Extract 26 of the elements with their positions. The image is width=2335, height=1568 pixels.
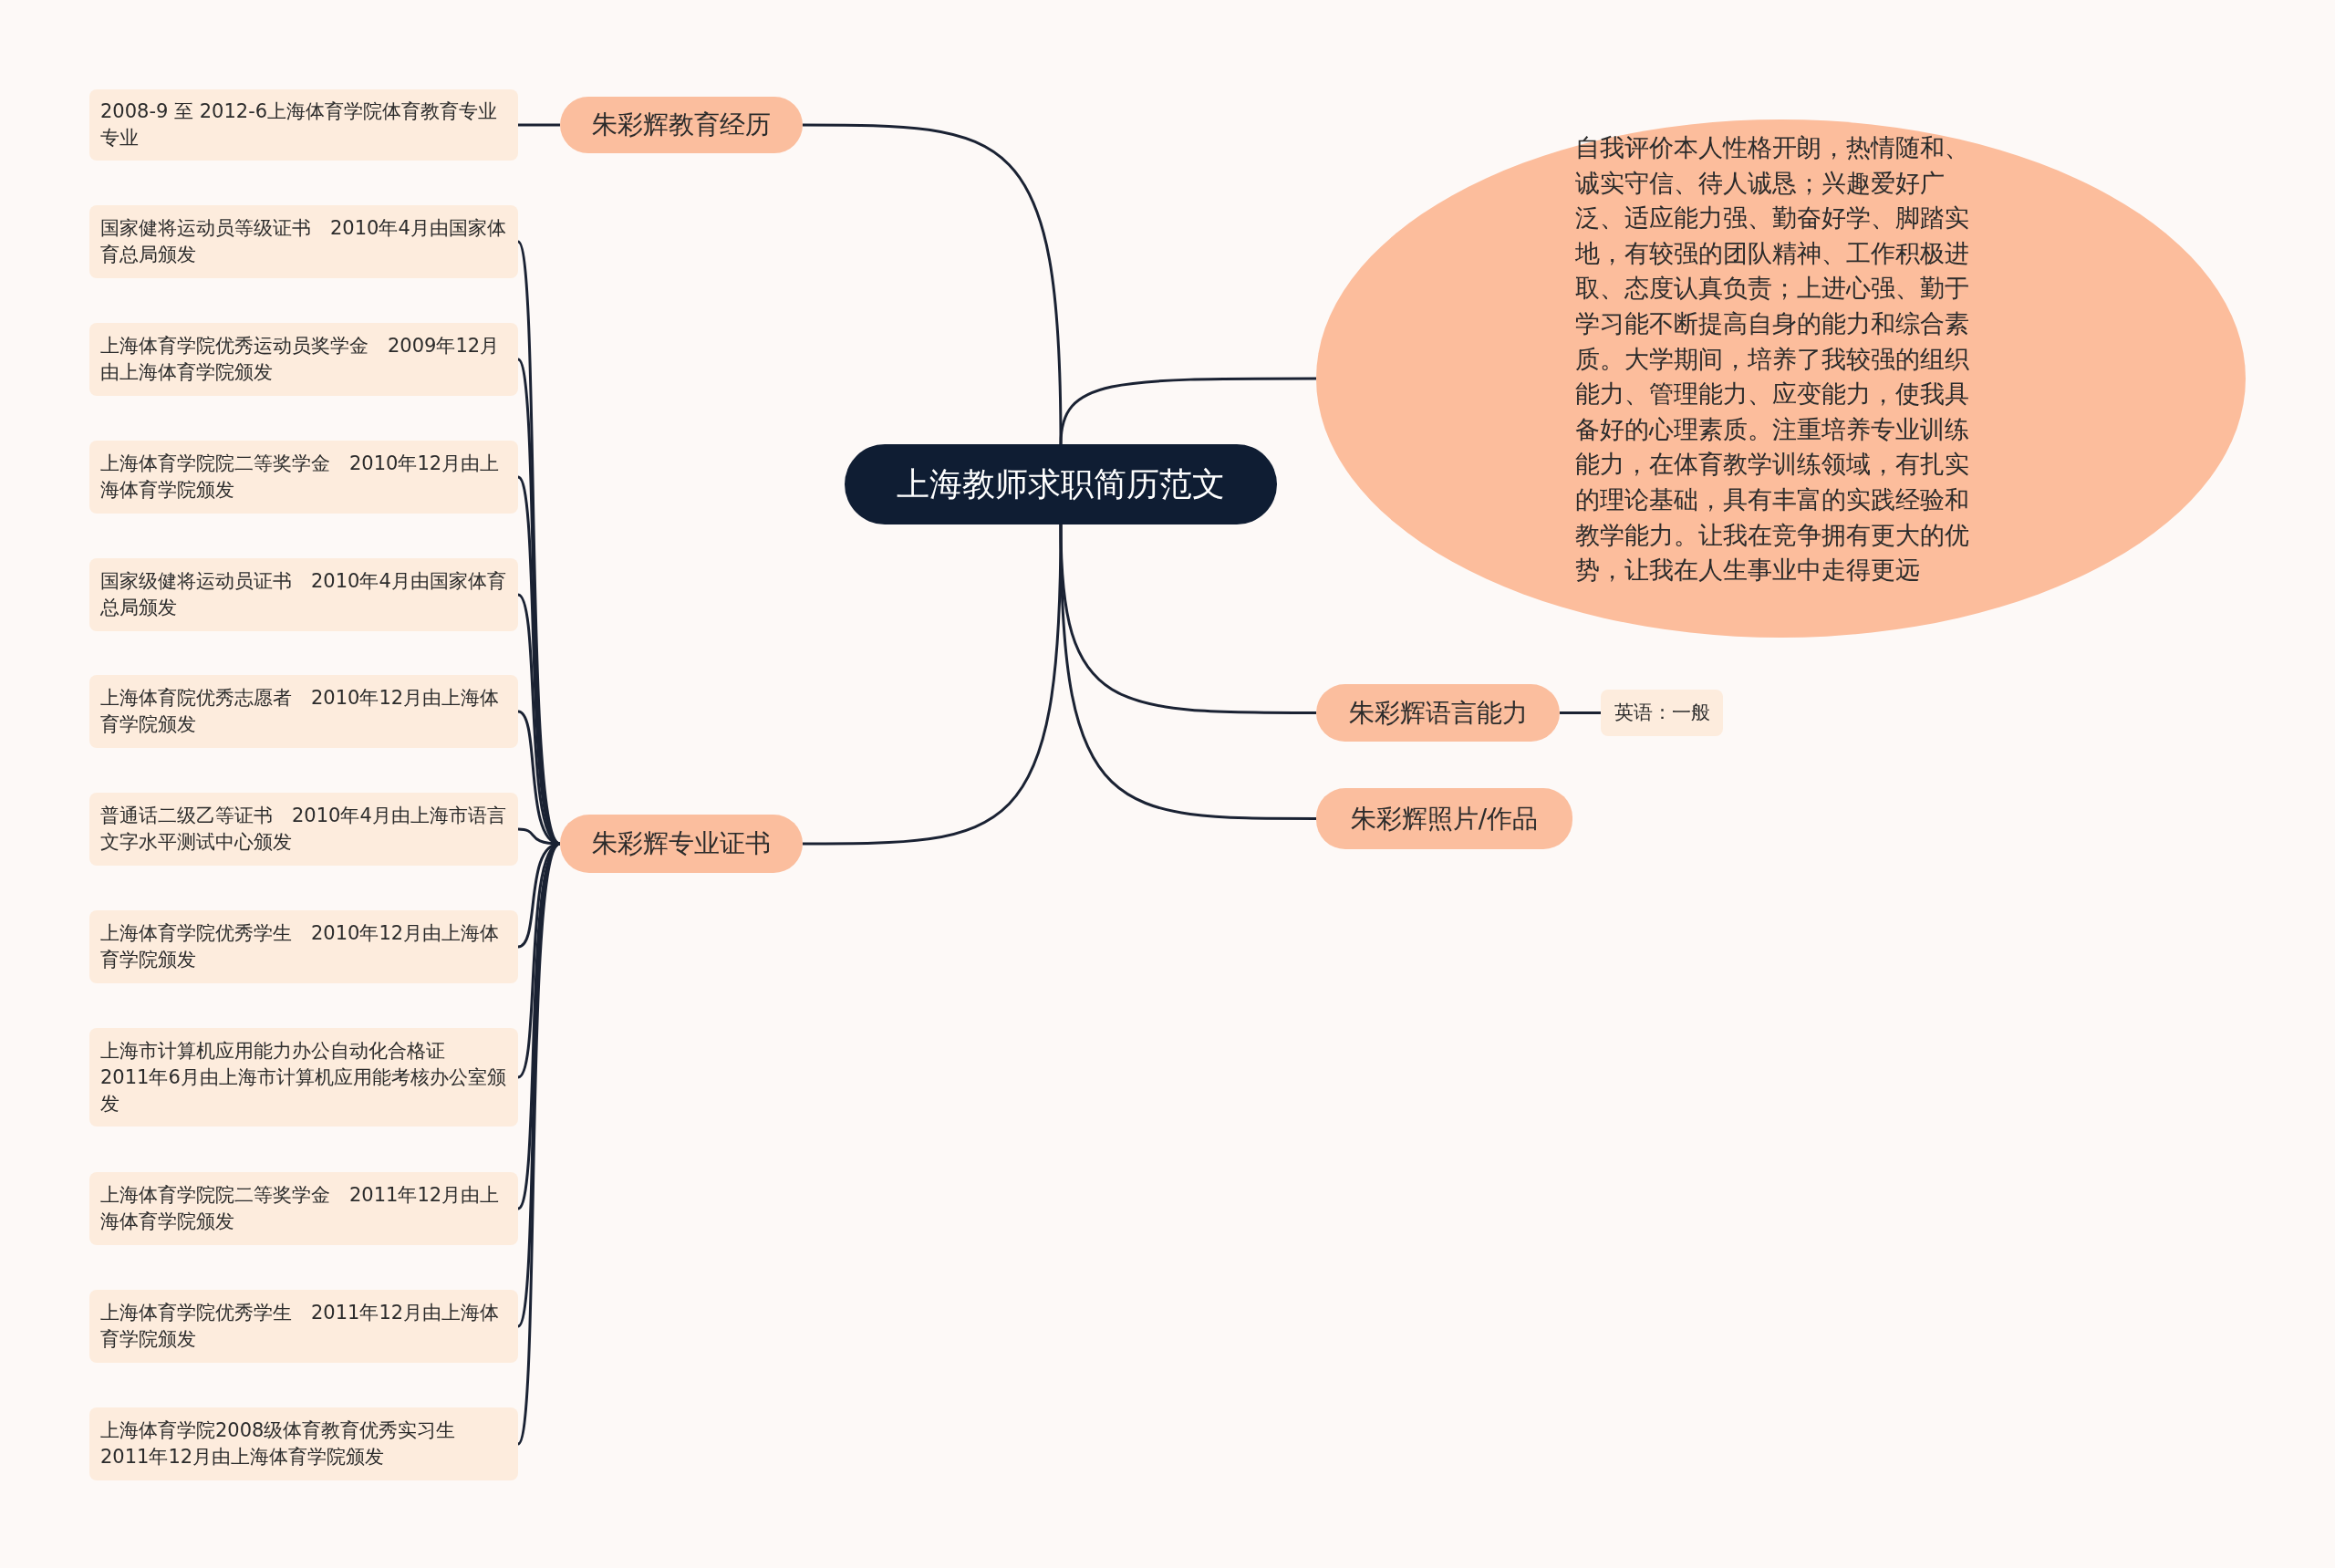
branch-topic: 朱彩辉语言能力 bbox=[1316, 684, 1560, 742]
leaf-topic: 国家健将运动员等级证书 2010年4月由国家体育总局颁发 bbox=[89, 205, 518, 278]
connector bbox=[516, 843, 562, 1445]
leaf-topic: 上海体育学院2008级体育教育优秀实习生 2011年12月由上海体育学院颁发 bbox=[89, 1407, 518, 1480]
leaf-topic: 上海体育院优秀志愿者 2010年12月由上海体育学院颁发 bbox=[89, 675, 518, 748]
leaf-topic: 上海体育学院优秀学生 2010年12月由上海体育学院颁发 bbox=[89, 910, 518, 983]
leaf-topic: 上海体育学院院二等奖学金 2011年12月由上海体育学院颁发 bbox=[89, 1172, 518, 1245]
branch-topic: 朱彩辉教育经历 bbox=[560, 97, 803, 153]
leaf-topic: 国家级健将运动员证书 2010年4月由国家体育总局颁发 bbox=[89, 558, 518, 631]
leaf-topic: 上海体育学院院二等奖学金 2010年12月由上海体育学院颁发 bbox=[89, 441, 518, 514]
branch-topic: 朱彩辉专业证书 bbox=[560, 815, 803, 873]
central-topic: 上海教师求职简历范文 bbox=[845, 444, 1277, 524]
leaf-topic: 上海体育学院优秀学生 2011年12月由上海体育学院颁发 bbox=[89, 1290, 518, 1363]
leaf-topic: 2008-9 至 2012-6上海体育学院体育教育专业专业 bbox=[89, 89, 518, 161]
connector bbox=[1059, 377, 1316, 445]
connector bbox=[518, 123, 560, 127]
branch-topic: 朱彩辉照片/作品 bbox=[1316, 788, 1572, 849]
leaf-topic: 英语：一般 bbox=[1601, 690, 1723, 736]
paragraph: 自我评价本人性格开朗，热情随和、诚实守信、待人诚恳；兴趣爱好广泛、适应能力强、勤奋好学、脚踏实地，有较强的团队精神、工作积极进取、态度认真负责；上进心强、勤于学习能不断提高自身的能力和综合素质。大学期间，培养了我较强的组织能力、管理能力、应变能力，使我具备好的心理素质。注重培养专业训练能力，在体育教学训练领域，有扎实的理论基础，具有丰富的实践经验和教学能力。让我在竞争拥有更大的优势，让我在人生事业中走得更远 bbox=[1575, 132, 1970, 587]
connector bbox=[1059, 524, 1316, 820]
connector bbox=[1560, 711, 1601, 714]
connector bbox=[803, 123, 1063, 445]
leaf-topic: 上海体育学院优秀运动员奖学金 2009年12月由上海体育学院颁发 bbox=[89, 323, 518, 396]
leaf-topic: 上海市计算机应用能力办公自动化合格证 2011年6月由上海市计算机应用能考核办公室颁发 bbox=[89, 1028, 518, 1127]
connector bbox=[803, 524, 1063, 846]
leaf-topic: 普通话二级乙等证书 2010年4月由上海市语言文字水平测试中心颁发 bbox=[89, 793, 518, 866]
